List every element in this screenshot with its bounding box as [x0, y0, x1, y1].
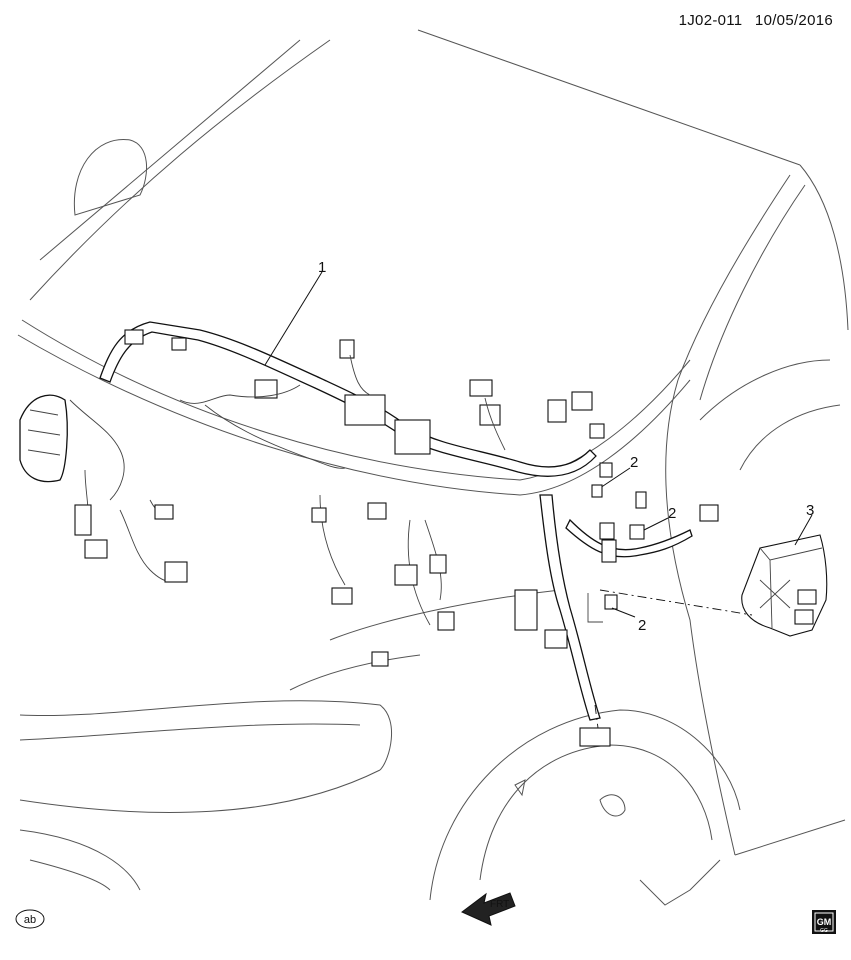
svg-text:GM: GM [817, 917, 832, 927]
vehicle-body-outline [17, 29, 849, 906]
part-code: 1J02-011 [678, 12, 743, 29]
svg-text:3: 3 [806, 502, 814, 519]
callout-3: 3 [794, 502, 814, 546]
fuse-block [741, 534, 828, 637]
instrument-panel-harness [19, 321, 719, 747]
front-label: FRT [490, 899, 509, 910]
svg-text:2: 2 [668, 505, 676, 522]
ab-badge: ab [15, 909, 45, 929]
callout-2-lower: 2 [587, 593, 646, 634]
callout-2-middle: 2 [643, 505, 676, 531]
diagram-date: 10/05/2016 [754, 12, 833, 29]
fuse-block-alignment-line [599, 589, 753, 616]
callout-2-upper: 2 [591, 454, 638, 498]
callout-1: 1 [264, 259, 326, 366]
svg-text:GG: GG [820, 928, 828, 934]
svg-text:2: 2 [638, 617, 646, 634]
gm-logo: GM GG [812, 910, 836, 934]
svg-text:2: 2 [630, 454, 638, 471]
diagram-header: 1J02-011 10/05/2016 [671, 12, 833, 29]
svg-text:1: 1 [318, 259, 326, 276]
front-direction-arrow: FRT [461, 892, 516, 926]
svg-text:ab: ab [24, 914, 36, 926]
